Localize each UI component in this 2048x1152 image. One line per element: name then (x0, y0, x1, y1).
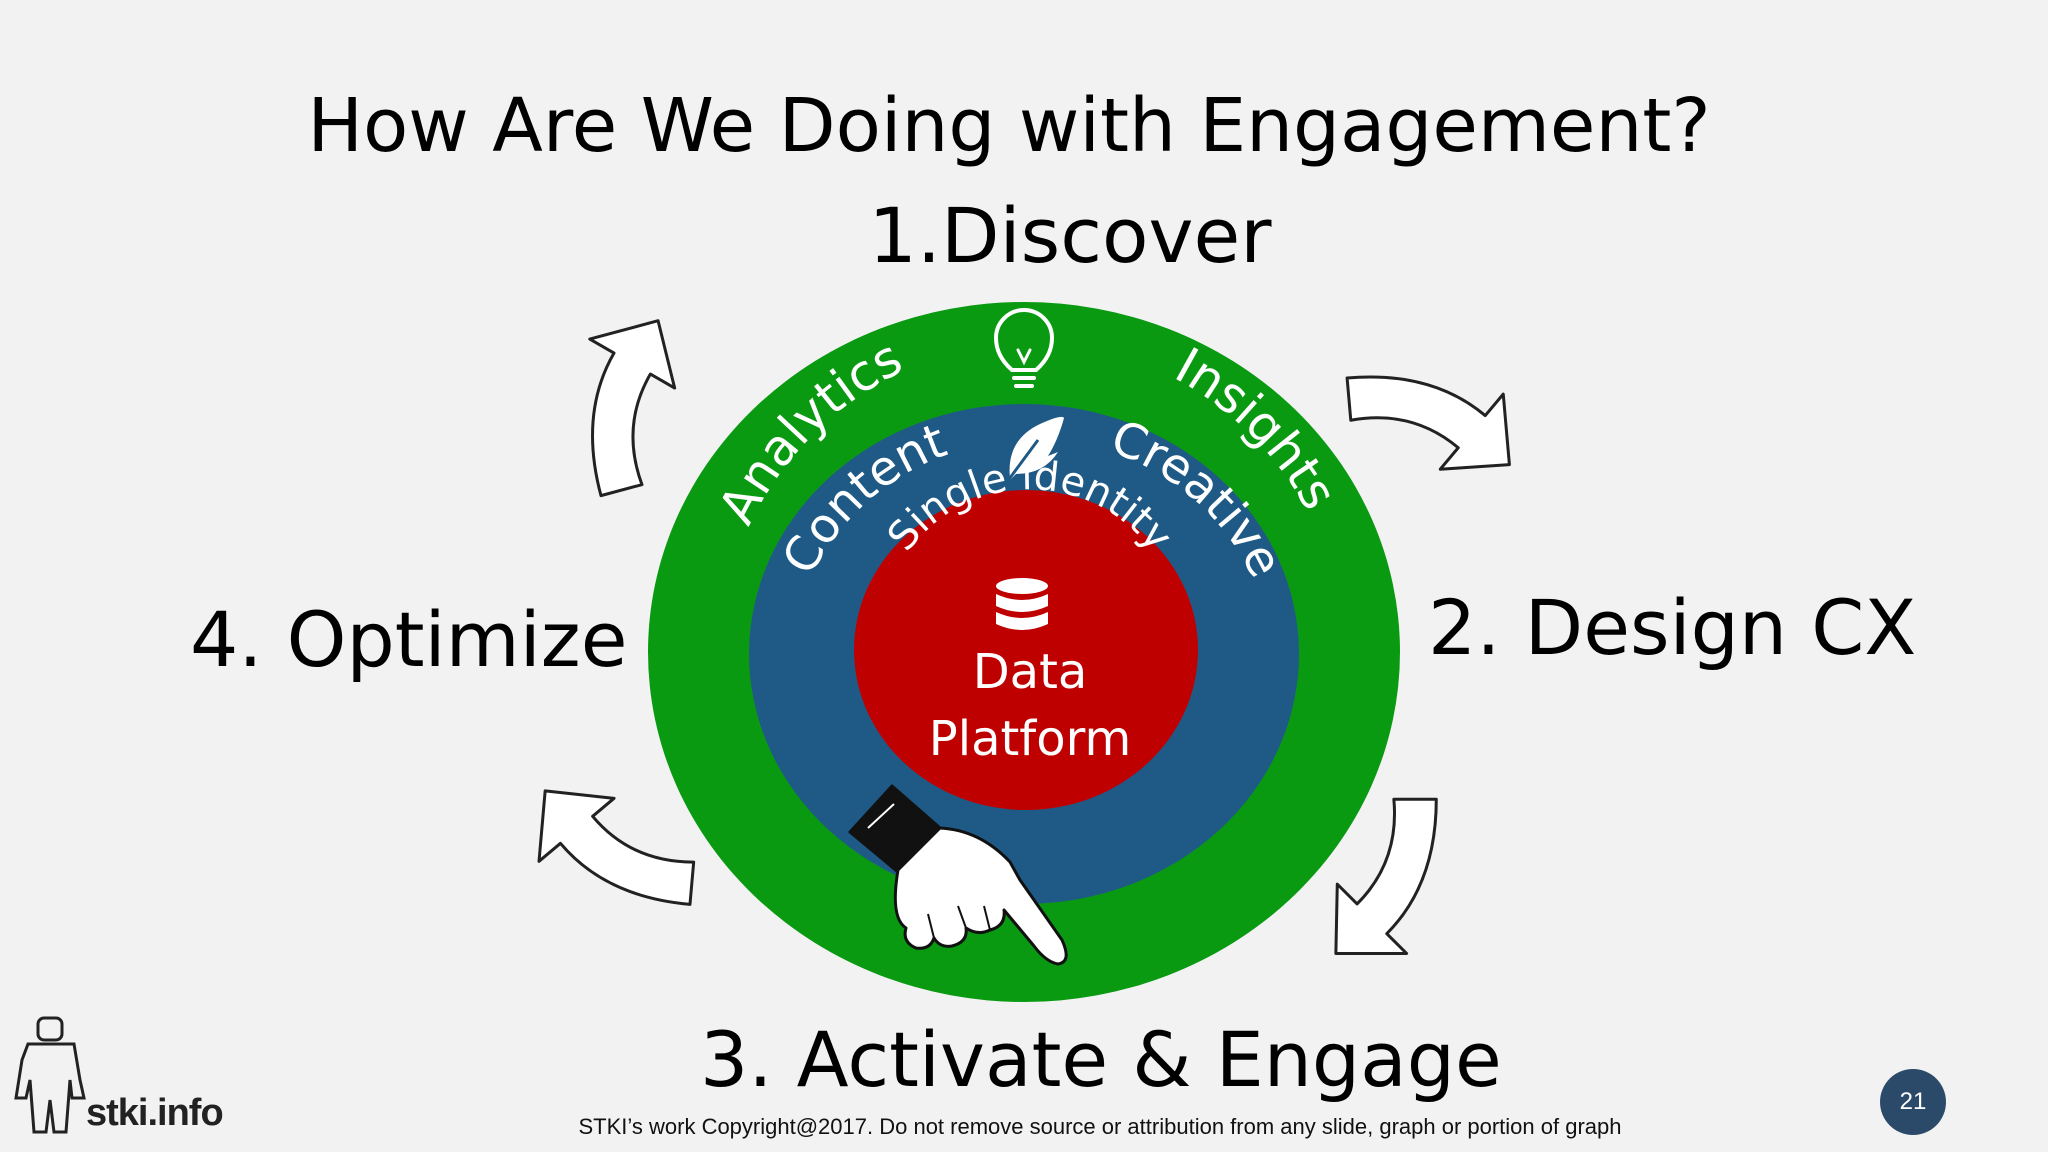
label-data: Data (973, 644, 1088, 700)
lightbulb-icon (993, 308, 1055, 388)
cycle-arrow-icon (523, 294, 719, 513)
step-design-cx: 2. Design CX (1428, 583, 1917, 672)
label-platform: Platform (929, 711, 1131, 767)
step-discover: 1.Discover (868, 191, 1272, 280)
cycle-arrow-icon (1326, 309, 1544, 519)
page-number-badge: 21 (1880, 1069, 1946, 1135)
inner-core (854, 490, 1198, 810)
step-optimize: 4. Optimize (190, 595, 628, 684)
stki-logo-figure (14, 1016, 86, 1134)
stki-logo-text: stki.info (86, 1092, 224, 1134)
step-activate-engage: 3. Activate & Engage (700, 1015, 1502, 1104)
copyright-notice: STKI’s work Copyright@2017. Do not remov… (578, 1114, 1622, 1139)
slide-title: How Are We Doing with Engagement? (307, 83, 1711, 169)
feather-icon (1002, 416, 1064, 487)
database-icon (996, 578, 1048, 630)
pointing-hand-icon (848, 784, 1068, 966)
